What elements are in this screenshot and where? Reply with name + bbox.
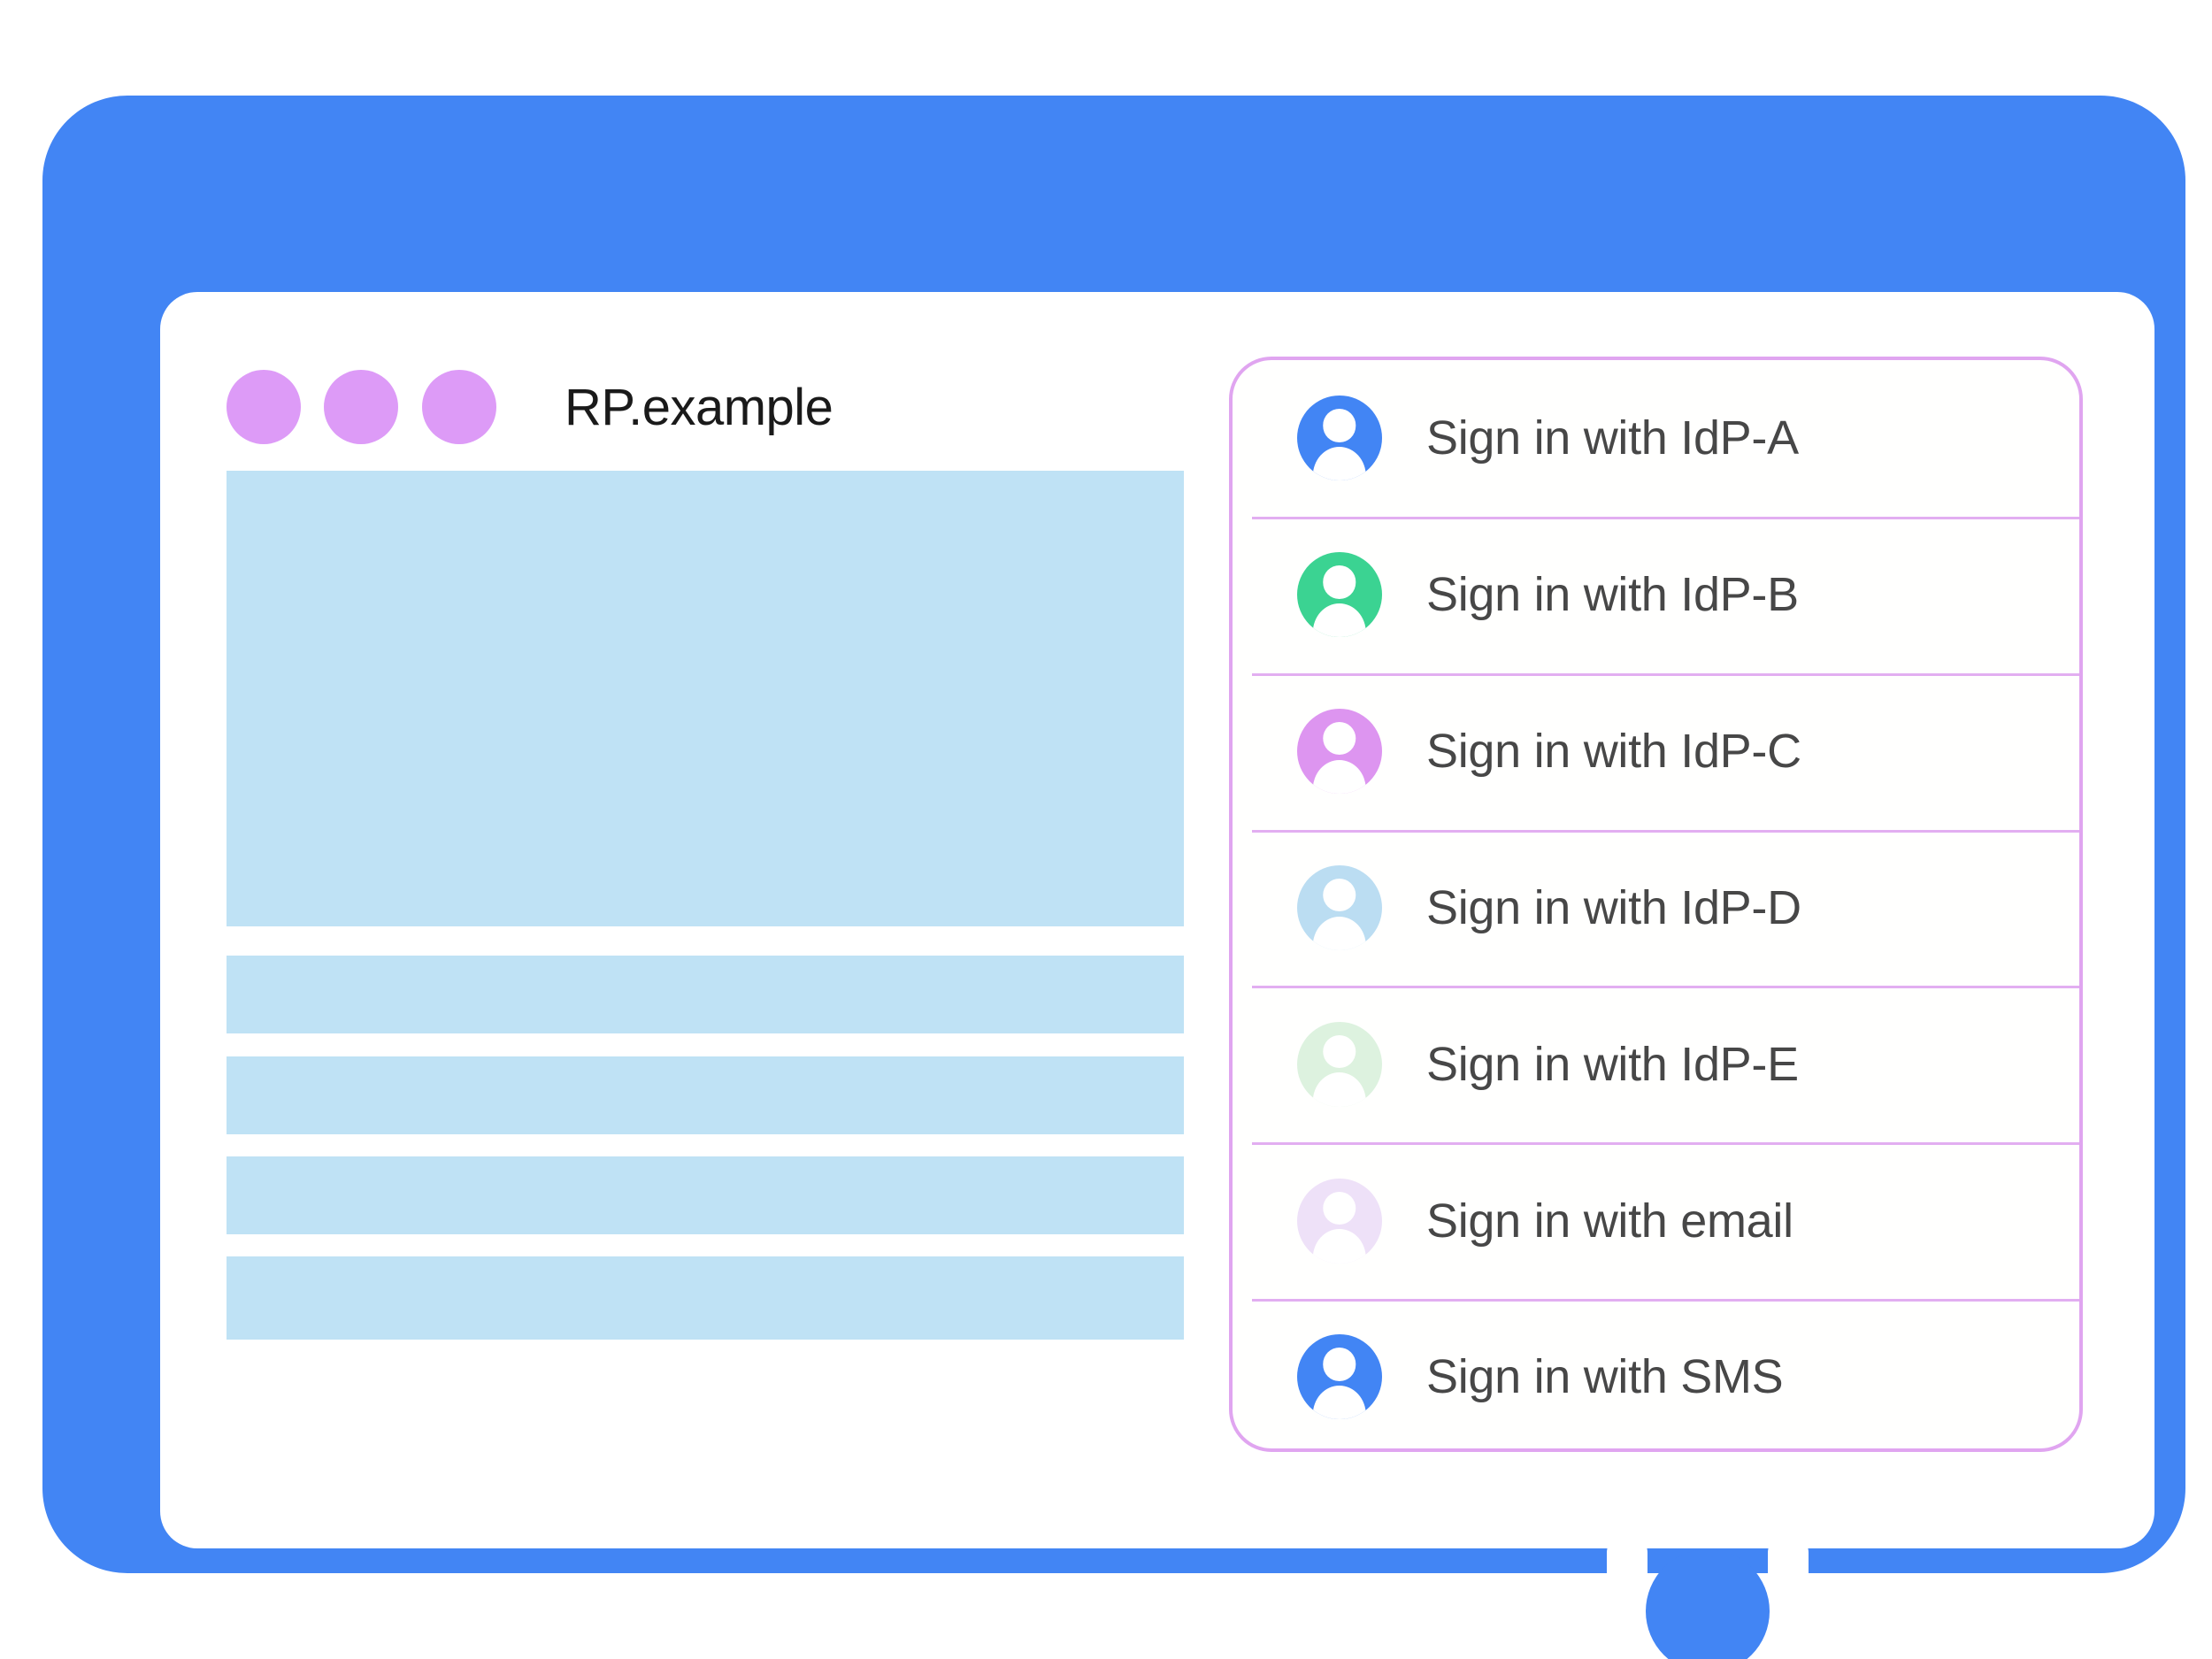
page-content-area (160, 451, 1222, 1548)
browser-titlebar: RP.example (160, 292, 2154, 451)
signin-option-label: Sign in with IdP-D (1426, 880, 1801, 934)
avatar-icon (1297, 396, 1382, 481)
account-chooser-dialog: Sign in with IdP-A Sign in with IdP-B Sign… (1229, 357, 2083, 1452)
signin-option-row[interactable]: Sign in with IdP-B (1233, 516, 2079, 673)
content-placeholder-bar-3 (227, 1156, 1184, 1234)
avatar-icon (1297, 1178, 1382, 1263)
titlebar-dot-3-icon[interactable] (422, 370, 496, 444)
signin-option-label: Sign in with IdP-B (1426, 568, 1799, 622)
content-placeholder-bar-2 (227, 1056, 1184, 1134)
content-placeholder-bar-1 (227, 956, 1184, 1033)
avatar-icon (1297, 709, 1382, 795)
signin-option-label: Sign in with IdP-C (1426, 725, 1801, 779)
avatar-icon (1297, 552, 1382, 638)
signin-options-list: Sign in with IdP-A Sign in with IdP-B Sign… (1233, 360, 2079, 1448)
titlebar-dot-2-icon[interactable] (324, 370, 398, 444)
avatar-icon (1297, 1334, 1382, 1420)
page-title: RP.example (565, 379, 833, 436)
avatar-icon (1297, 864, 1382, 950)
titlebar-dot-1-icon[interactable] (227, 370, 301, 444)
signin-option-row[interactable]: Sign in with SMS (1233, 1299, 2079, 1448)
signin-option-label: Sign in with email (1426, 1194, 1793, 1248)
signin-option-label: Sign in with IdP-E (1426, 1037, 1799, 1091)
bezel-gap-left (1607, 1532, 1647, 1659)
signin-option-row[interactable]: Sign in with IdP-E (1233, 986, 2079, 1142)
home-button[interactable] (1646, 1549, 1770, 1659)
signin-option-row[interactable]: Sign in with IdP-C (1233, 672, 2079, 830)
avatar-icon (1297, 1021, 1382, 1107)
content-placeholder-bar-4 (227, 1256, 1184, 1340)
content-placeholder-hero (227, 471, 1184, 926)
signin-option-row[interactable]: Sign in with email (1233, 1142, 2079, 1299)
signin-option-row[interactable]: Sign in with IdP-A (1233, 360, 2079, 517)
signin-option-row[interactable]: Sign in with IdP-D (1233, 829, 2079, 987)
bezel-gap-right (1768, 1532, 1809, 1659)
signin-option-label: Sign in with IdP-A (1426, 411, 1799, 465)
signin-option-label: Sign in with SMS (1426, 1350, 1784, 1404)
